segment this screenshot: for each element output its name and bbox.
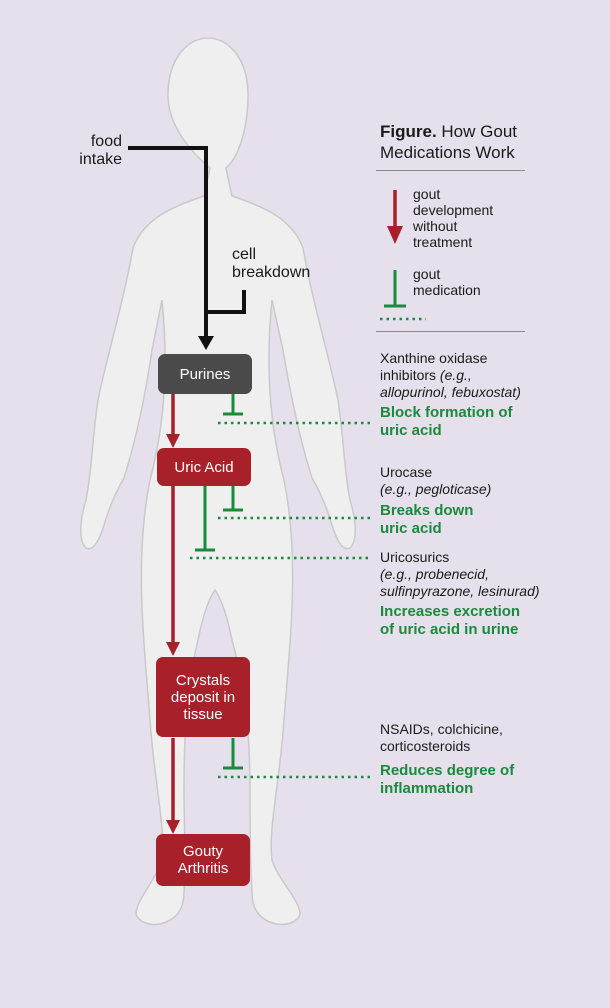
urocase-name: Urocase [380,464,433,480]
legend-medication-text: gout medication [413,266,481,298]
legend-dev-line2: development [413,202,494,218]
gouty-label: Gouty Arthritis [178,843,229,877]
uricosurics-eg-line2: sulfinpyrazone, lesinurad) [380,583,540,599]
legend-green-inhibit-icon [384,270,406,308]
gouty-arthritis-box: Gouty Arthritis [156,834,250,886]
urocase-effect-line1: Breaks down [380,502,474,519]
uricosurics-effect: Increases excretion of uric acid in urin… [380,603,520,639]
urocase-eg: (e.g., pegloticase) [380,481,492,497]
xo-line1: Xanthine oxidase [380,350,488,366]
figure-title: Figure. How Gout Medications Work [380,121,517,163]
gouty-line1: Gouty [182,843,224,860]
arrowhead-to-purines [198,336,214,350]
uricosurics-name: Uricosurics [380,549,450,565]
xo-effect: Block formation of uric acid [380,404,513,440]
nsaids-text: NSAIDs, colchicine, corticosteroids [380,721,503,755]
legend-dev-line1: gout [413,186,441,202]
nsaid-line2: corticosteroids [380,738,471,754]
xo-eg-line3: allopurinol, febuxostat) [380,384,521,400]
medication-dotted-leaders [190,421,372,779]
arrowhead-to-gouty [166,820,180,834]
nsaid-effect-line1: Reduces degree of [380,762,515,779]
arrowhead-to-uric-acid [166,434,180,448]
legend-med-line1: gout [413,266,441,282]
xanthine-oxidase-text: Xanthine oxidase inhibitors (e.g., allop… [380,350,521,401]
crystals-line1: Crystals [175,671,231,689]
nsaid-effect-line2: inflammation [380,780,474,797]
nsaid-line1: NSAIDs, colchicine, [380,721,503,737]
legend-dev-line3: without [413,218,458,234]
xo-effect-line2: uric acid [380,422,442,439]
crystals-line3: tissue [183,705,223,723]
crystals-line2: deposit in [170,688,236,706]
cell-line2: breakdown [232,264,311,281]
purines-label: Purines [179,365,231,383]
food-line2: intake [79,151,122,168]
legend-top-rule [376,170,525,171]
input-arrows [128,146,246,340]
uric-acid-box: Uric Acid [157,448,251,486]
xo-line2: inhibitors [380,367,437,383]
legend-development-text: gout development without treatment [413,186,493,250]
figure-title-line2: Medications Work [380,143,515,162]
legend-red-arrow-icon [387,190,403,244]
crystals-box: Crystals deposit in tissue [156,657,250,737]
xo-eg-line2: (e.g., [439,367,472,383]
urocase-effect-line2: uric acid [380,520,442,537]
urocase-text: Urocase (e.g., pegloticase) [380,464,491,498]
food-line1: food [90,133,122,150]
arrowhead-to-crystals [166,642,180,656]
gouty-line2: Arthritis [177,860,229,877]
uricosurics-text: Uricosurics (e.g., probenecid, sulfinpyr… [380,549,540,600]
figure-title-rest: How Gout [441,122,517,141]
legend-med-line2: medication [413,282,481,298]
uricosurics-eg-line1: (e.g., probenecid, [380,566,489,582]
legend-dev-line4: treatment [413,234,473,250]
uricosurics-effect-line2: of uric acid in urine [380,621,519,638]
crystals-label: Crystals deposit in tissue [171,672,235,723]
figure-label: Figure. [380,122,437,141]
food-intake-label: food intake [78,133,122,169]
uric-acid-label: Uric Acid [174,458,234,476]
medication-inhibitors [195,393,243,770]
nsaids-effect: Reduces degree of inflammation [380,762,514,798]
cell-breakdown-label: cell breakdown [232,246,310,282]
purines-box: Purines [158,354,252,394]
uricosurics-effect-line1: Increases excretion [380,603,521,620]
urocase-effect: Breaks down uric acid [380,502,473,538]
legend-bottom-rule [376,331,525,332]
xo-effect-line1: Block formation of [380,404,513,421]
cell-line1: cell [232,246,257,263]
